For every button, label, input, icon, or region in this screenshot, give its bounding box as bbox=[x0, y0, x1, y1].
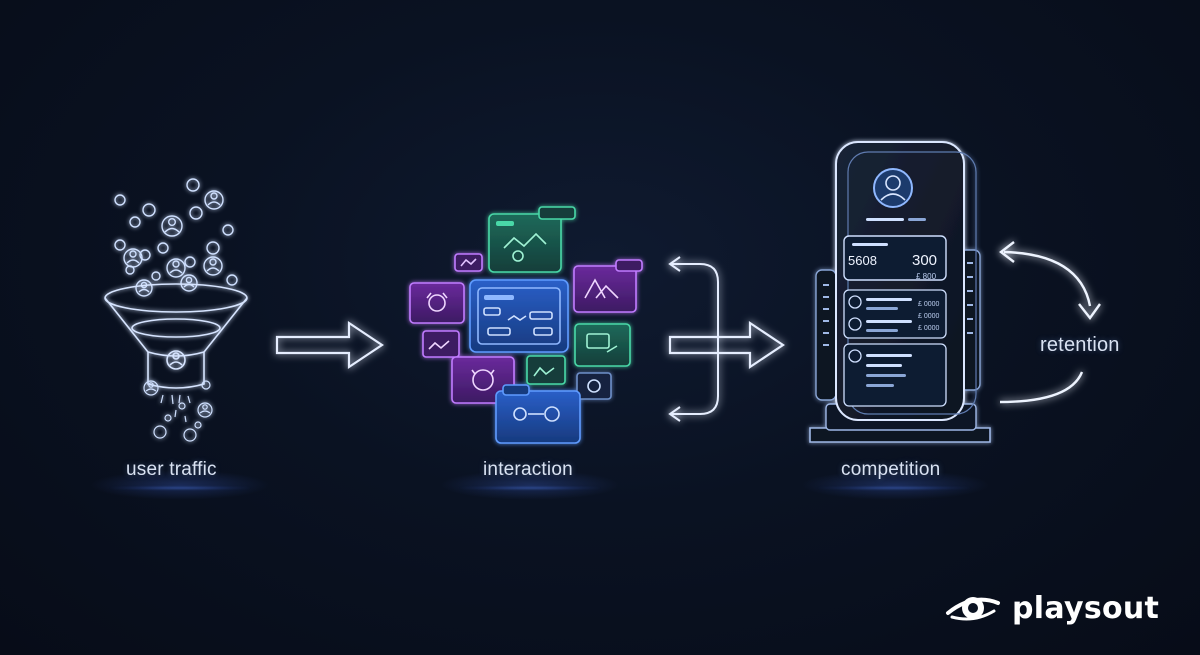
loop-arrow-icon bbox=[668, 256, 719, 422]
arrow-right-icon bbox=[668, 320, 785, 370]
user-icon bbox=[203, 256, 223, 276]
game-card-green-right bbox=[574, 323, 631, 367]
score-left: 5608 bbox=[848, 253, 877, 268]
phone-leaderboard-icon: 5608 300 £ 800 £ 0000 £ 0000 £ 0000 bbox=[809, 141, 991, 443]
game-card-chip bbox=[454, 253, 483, 272]
game-card-purple-small bbox=[422, 330, 460, 358]
game-card-purple-left bbox=[409, 282, 465, 324]
game-card-green bbox=[488, 206, 576, 273]
user-icon bbox=[166, 350, 186, 370]
game-card-purple-right bbox=[573, 259, 643, 313]
stage-glow bbox=[800, 470, 990, 500]
traffic-stream bbox=[143, 380, 213, 442]
planet-logo-icon bbox=[946, 597, 1000, 621]
user-icon bbox=[873, 168, 913, 208]
user-icon bbox=[161, 215, 183, 237]
user-icon bbox=[135, 279, 153, 297]
row-value-b: £ 0000 bbox=[918, 313, 940, 320]
row-value-c: £ 0000 bbox=[918, 325, 940, 332]
user-icon bbox=[204, 190, 224, 210]
label-competition: competition bbox=[841, 459, 941, 480]
funnel-icon bbox=[104, 283, 248, 389]
user-icon bbox=[166, 258, 186, 278]
stage-underline bbox=[460, 487, 600, 489]
row-value-a: £ 0000 bbox=[918, 301, 940, 308]
game-card-green-small bbox=[526, 355, 566, 385]
label-user-traffic: user traffic bbox=[126, 459, 217, 480]
stage-glow bbox=[90, 470, 270, 500]
brand-name: playsout bbox=[1012, 590, 1160, 626]
interaction-cards bbox=[409, 206, 643, 444]
brand-logo: playsout bbox=[944, 589, 1159, 627]
game-card-blue-main bbox=[469, 279, 569, 353]
label-interaction: interaction bbox=[483, 459, 573, 480]
arrow-right-icon bbox=[275, 320, 384, 370]
score-sub: £ 800 bbox=[916, 272, 937, 281]
stage-underline bbox=[110, 487, 250, 489]
retention-loop-arrow-icon bbox=[999, 241, 1101, 404]
user-icon bbox=[123, 248, 143, 268]
game-card-blue-bottom bbox=[495, 384, 581, 444]
user-icon bbox=[180, 274, 198, 292]
score-right: 300 bbox=[912, 252, 937, 269]
game-card-chip-right bbox=[576, 372, 612, 400]
user-traffic-illustration bbox=[114, 178, 238, 297]
stage-underline bbox=[818, 487, 970, 489]
label-retention: retention bbox=[1040, 334, 1120, 356]
stage-glow bbox=[440, 470, 620, 500]
